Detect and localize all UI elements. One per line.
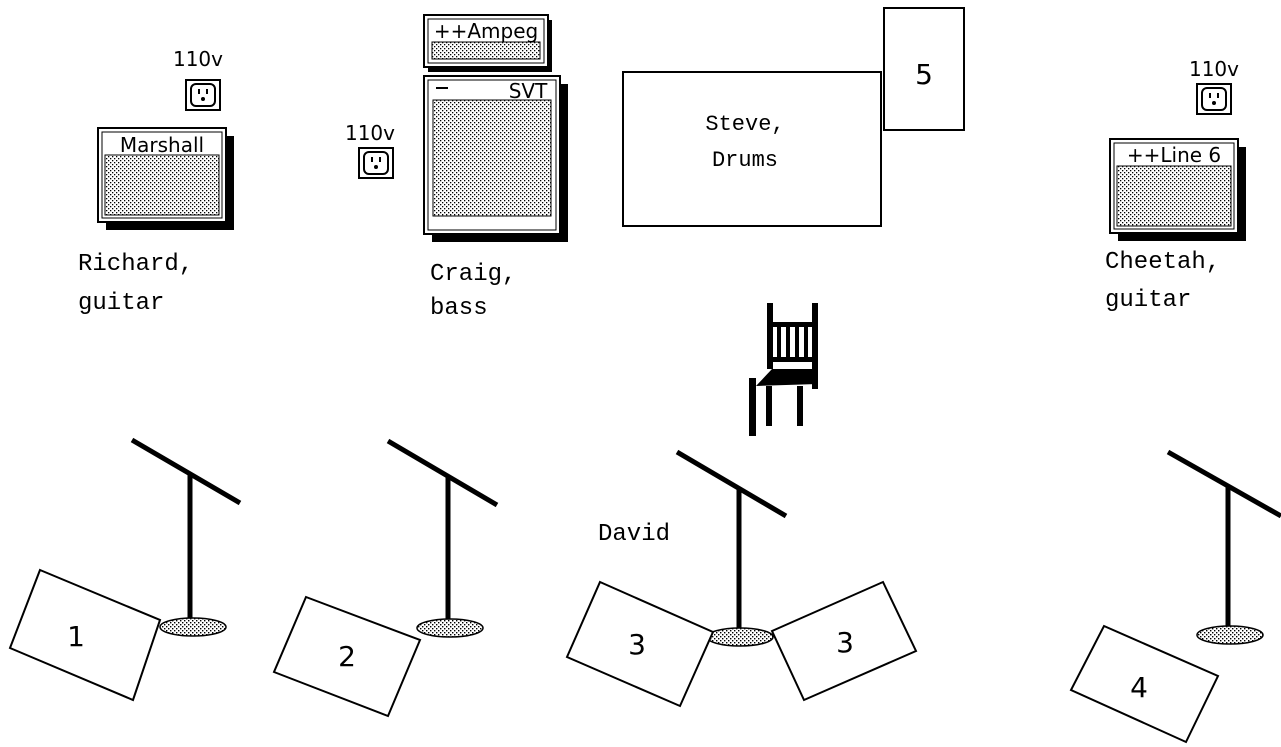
mic-stand-icon xyxy=(675,449,788,647)
steve-role: Drums xyxy=(712,148,778,173)
monitor-wedge-1: 1 xyxy=(8,568,162,702)
line6-label: ++Line 6 xyxy=(1127,143,1221,167)
svt-label: SVT xyxy=(509,79,548,103)
outlet-left-label: 110v xyxy=(173,47,223,71)
david-name: David xyxy=(598,521,670,548)
outlet-icon xyxy=(358,147,394,179)
outlet-left: 110v xyxy=(173,47,223,111)
ampeg-label: ++Ampeg xyxy=(434,19,538,43)
mic-stand-icon xyxy=(1166,449,1281,645)
cheetah-role: guitar xyxy=(1105,287,1191,314)
outlet-bass: 110v xyxy=(345,121,395,179)
outlet-icon xyxy=(1196,83,1232,115)
monitor-number: 3 xyxy=(836,626,854,659)
monitor-number: 2 xyxy=(338,640,356,673)
craig-role: bass xyxy=(430,295,488,322)
monitor-wedge-2: 2 xyxy=(272,595,422,718)
mic-stand-icon xyxy=(130,437,242,637)
outlet-bass-label: 110v xyxy=(345,121,395,145)
monitor-wedge-3b: 3 xyxy=(770,580,918,702)
monitor-number: 4 xyxy=(1130,671,1148,704)
steve-name: Steve, xyxy=(705,112,784,137)
marshall-amp: Marshall xyxy=(97,127,234,230)
outlet-right: 110v xyxy=(1189,57,1239,115)
outlet-right-label: 110v xyxy=(1189,57,1239,81)
line6-amp: ++Line 6 xyxy=(1109,138,1246,241)
drum-monitor-number: 5 xyxy=(915,58,933,91)
mic-stand-icon xyxy=(386,438,499,638)
chair-icon xyxy=(749,303,818,436)
monitor-number: 1 xyxy=(67,620,85,653)
monitor-wedge-4: 4 xyxy=(1069,624,1220,744)
ampeg-head: ++Ampeg xyxy=(423,14,552,72)
richard-role: guitar xyxy=(78,290,164,317)
svt-cabinet: SVT xyxy=(423,75,568,242)
richard-name: Richard, xyxy=(78,251,193,278)
cheetah-name: Cheetah, xyxy=(1105,249,1220,276)
drum-riser: Steve, Drums xyxy=(622,71,882,227)
monitor-number: 3 xyxy=(628,628,646,661)
monitor-wedge-3a: 3 xyxy=(565,580,715,708)
marshall-amp-label: Marshall xyxy=(120,133,204,157)
outlet-icon xyxy=(185,79,221,111)
craig-name: Craig, xyxy=(430,261,516,288)
drum-monitor: 5 xyxy=(883,7,965,131)
